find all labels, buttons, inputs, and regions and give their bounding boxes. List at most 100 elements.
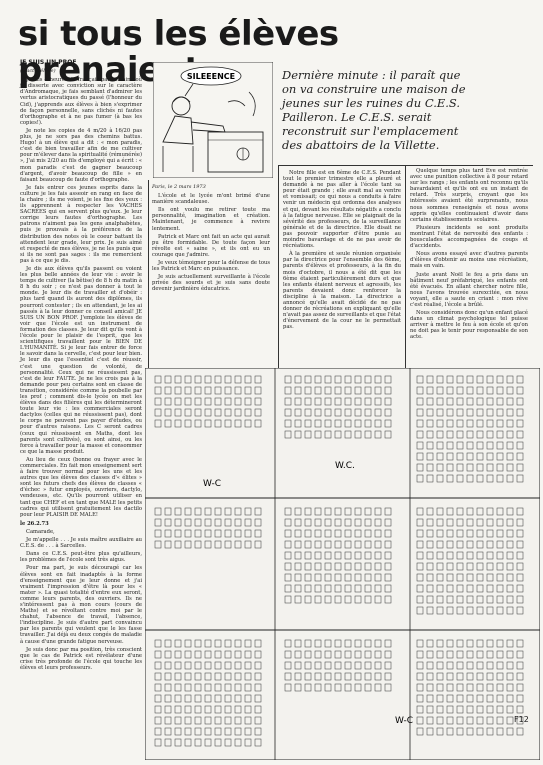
building-window — [456, 408, 464, 417]
building-window — [476, 419, 484, 428]
building-window — [284, 562, 292, 571]
building-window — [436, 705, 444, 714]
building-window — [436, 419, 444, 428]
building-window — [244, 518, 252, 527]
building-window — [486, 573, 494, 582]
building-window — [374, 430, 382, 439]
building-window — [354, 375, 362, 384]
building-window — [426, 507, 434, 516]
building-window — [486, 727, 494, 736]
building-window — [426, 694, 434, 703]
building-window — [154, 529, 162, 538]
building-window — [154, 672, 162, 681]
building-window — [476, 584, 484, 593]
building-window — [516, 639, 524, 648]
building-window — [486, 562, 494, 571]
building-window — [224, 738, 232, 747]
building-window — [324, 683, 332, 692]
building-window — [506, 397, 514, 406]
building-window — [284, 683, 292, 692]
building-window — [426, 375, 434, 384]
building-window — [284, 551, 292, 560]
building-window — [234, 661, 242, 670]
building-window — [364, 529, 372, 538]
building-window — [214, 683, 222, 692]
building-window — [384, 672, 392, 681]
building-window — [174, 529, 182, 538]
building-window — [164, 705, 172, 714]
building-window — [506, 518, 514, 527]
building-window — [154, 540, 162, 549]
building-window — [416, 474, 424, 483]
building-window — [354, 408, 362, 417]
building-window — [466, 661, 474, 670]
building-window — [456, 573, 464, 582]
building-window — [294, 595, 302, 604]
building-window — [426, 408, 434, 417]
building-window — [184, 672, 192, 681]
building-window — [354, 584, 362, 593]
building-window — [446, 716, 454, 725]
building-window — [436, 386, 444, 395]
building-window — [174, 397, 182, 406]
fourth-column: Quelque temps plus tard Eve est rentrée … — [410, 168, 528, 343]
building-window — [194, 650, 202, 659]
fourth-paragraph: Quelque temps plus tard Eve est rentrée … — [410, 168, 528, 223]
building-window — [284, 507, 292, 516]
building-window — [476, 507, 484, 516]
building-window — [496, 408, 504, 417]
building-window — [194, 408, 202, 417]
building-window — [204, 672, 212, 681]
building-window — [284, 375, 292, 384]
building-window — [384, 595, 392, 604]
building-window — [154, 716, 162, 725]
building-window — [184, 529, 192, 538]
building-window — [416, 551, 424, 560]
building-window — [354, 573, 362, 582]
building-window — [164, 397, 172, 406]
building-window — [476, 452, 484, 461]
building-window — [204, 507, 212, 516]
building-window — [214, 661, 222, 670]
building-window — [294, 562, 302, 571]
building-window — [486, 408, 494, 417]
building-window — [314, 562, 322, 571]
desk — [207, 131, 264, 173]
building-window — [506, 551, 514, 560]
building-window — [234, 375, 242, 384]
building-window — [446, 441, 454, 450]
building-window — [154, 397, 162, 406]
building-window — [334, 375, 342, 384]
building-window — [476, 683, 484, 692]
building-window — [486, 474, 494, 483]
building-window — [436, 507, 444, 516]
building-window — [496, 606, 504, 615]
left-paragraph: Je dis aux élèves qu'ils passent ou voie… — [20, 266, 142, 455]
building-window — [374, 386, 382, 395]
building-window — [304, 430, 312, 439]
building-window — [154, 408, 162, 417]
building-window — [194, 397, 202, 406]
building-window — [384, 430, 392, 439]
building-window — [214, 672, 222, 681]
building-window — [194, 518, 202, 527]
building-window — [466, 606, 474, 615]
building-window — [384, 529, 392, 538]
building-window — [506, 452, 514, 461]
building-window — [416, 540, 424, 549]
building-window — [516, 452, 524, 461]
building-window — [416, 397, 424, 406]
building-window — [204, 661, 212, 670]
building-window — [506, 650, 514, 659]
building-window — [204, 650, 212, 659]
building-window — [164, 672, 172, 681]
building-window — [344, 430, 352, 439]
building-window — [204, 529, 212, 538]
building-window — [476, 595, 484, 604]
building-window — [476, 727, 484, 736]
building-window — [496, 639, 504, 648]
building-window — [334, 551, 342, 560]
building-window — [214, 518, 222, 527]
building-window — [496, 584, 504, 593]
building-window — [516, 562, 524, 571]
